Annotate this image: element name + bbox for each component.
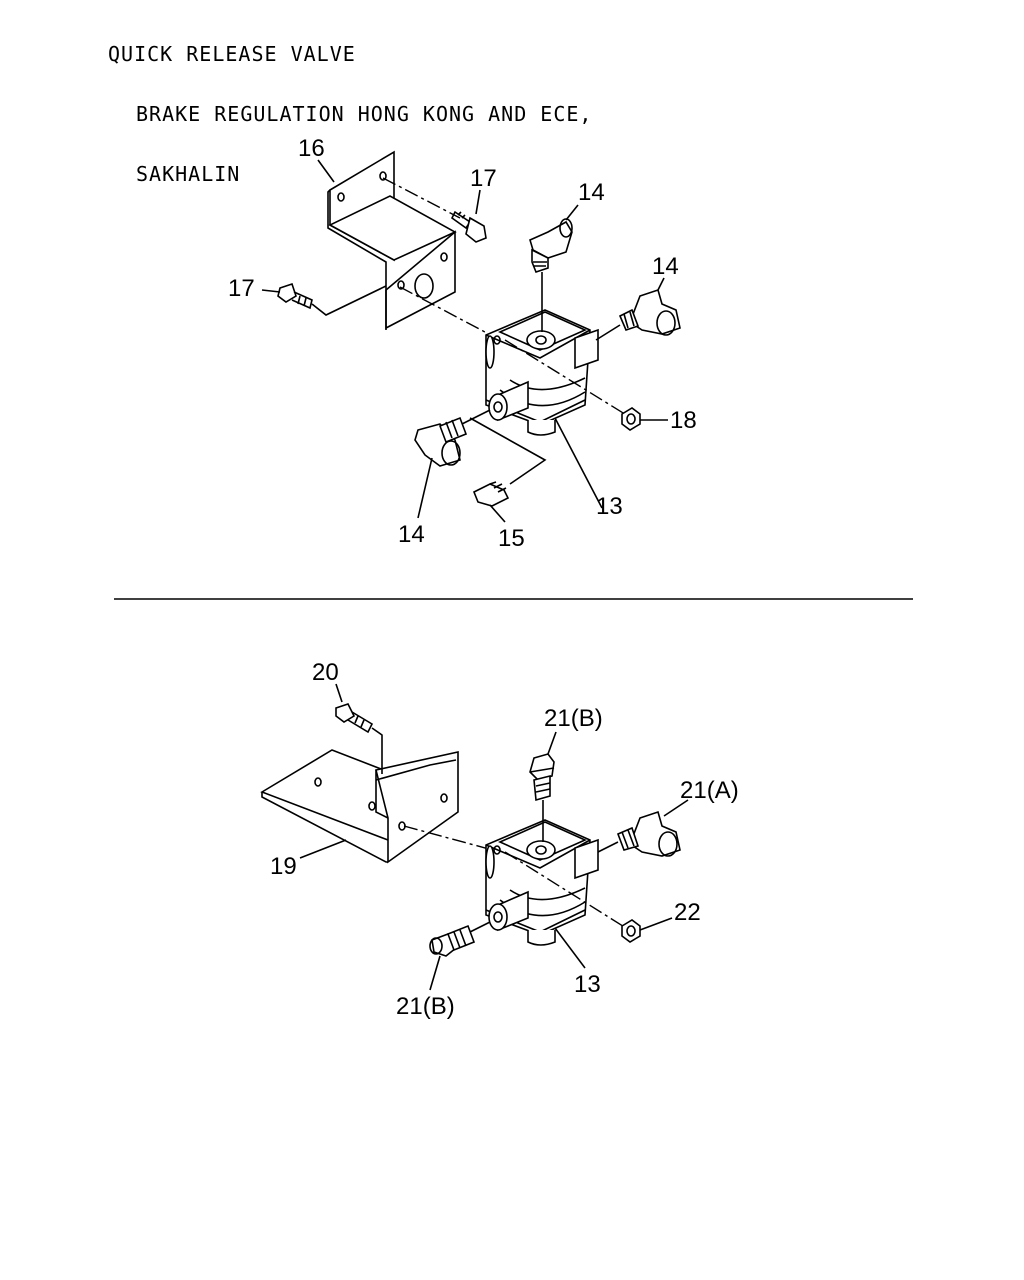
bolt-17-upper (382, 177, 487, 243)
label-16: 16 (298, 135, 325, 162)
label-13-top: 13 (596, 493, 623, 520)
label-18: 18 (670, 407, 697, 434)
nut-18 (504, 339, 668, 431)
header-subtitle-1: BRAKE REGULATION HONG KONG AND ECE, (136, 102, 593, 126)
top-assembly (261, 150, 681, 523)
plug-15 (469, 417, 547, 523)
label-22: 22 (674, 899, 701, 926)
diagram-header: QUICK RELEASE VALVE BRAKE REGULATION HON… (108, 4, 592, 204)
label-19: 19 (270, 853, 297, 880)
label-17-upper: 17 (470, 165, 497, 192)
label-21a: 21(A) (680, 777, 739, 804)
label-15: 15 (498, 525, 525, 552)
valve-13-bottom (485, 819, 599, 969)
bracket-16 (327, 150, 457, 330)
label-14-top: 14 (578, 179, 605, 206)
bolt-20 (335, 683, 383, 774)
fitting-21b-top (529, 731, 557, 842)
label-21b-top: 21(B) (544, 705, 603, 732)
bottom-assembly (260, 683, 689, 991)
label-14-left: 14 (398, 521, 425, 548)
label-20: 20 (312, 659, 339, 686)
bolt-17-left (261, 282, 387, 316)
header-subtitle-2: SAKHALIN (136, 162, 241, 186)
label-21b-bottom: 21(B) (396, 993, 455, 1020)
fitting-14-right (595, 277, 681, 341)
fitting-14-left (414, 409, 491, 519)
fitting-14-top (529, 204, 579, 332)
label-17-left: 17 (228, 275, 255, 302)
fitting-21a (597, 799, 689, 857)
fitting-21b-bottom (429, 921, 491, 991)
bracket-19 (260, 749, 459, 864)
header-title: QUICK RELEASE VALVE (108, 42, 356, 66)
label-13-bottom: 13 (574, 971, 601, 998)
valve-13-top (485, 309, 603, 509)
nut-22 (504, 851, 673, 943)
label-14-right: 14 (652, 253, 679, 280)
